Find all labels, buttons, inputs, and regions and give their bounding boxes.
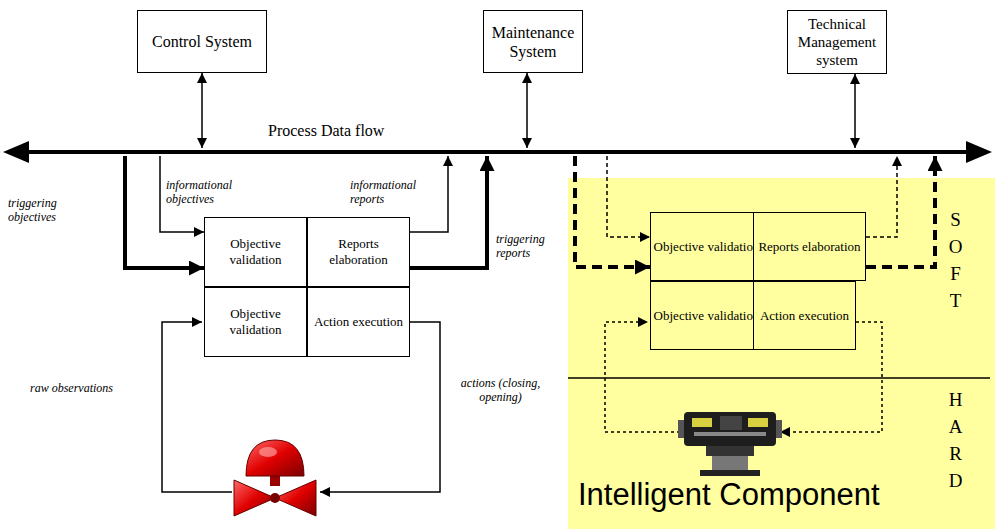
function-cell: Objective validation xyxy=(204,287,307,357)
function-cell: Objective validation xyxy=(650,281,763,350)
box-text: Control System xyxy=(152,32,252,51)
data-connector xyxy=(125,156,204,268)
box-text: Technical Management system xyxy=(794,15,880,69)
box-text: Action execution xyxy=(760,308,849,324)
data-connector xyxy=(526,73,528,148)
box-text: Reports elaboration xyxy=(313,236,404,268)
data-connector xyxy=(866,156,935,267)
data-connector xyxy=(607,156,650,237)
data-bus: Process Data flow xyxy=(3,148,992,156)
box-text: Objective validation xyxy=(654,239,760,255)
function-cell: Objective validation xyxy=(204,217,307,287)
box-text: Reports elaboration xyxy=(758,239,860,255)
heading-text: Intelligent Component xyxy=(578,477,880,513)
box-text: Action execution xyxy=(314,314,403,330)
valve-symbol xyxy=(234,440,316,516)
data-connector xyxy=(854,74,856,148)
box-text: Objective validation xyxy=(210,306,301,338)
soft-hard-divider xyxy=(568,377,990,379)
intelligent-actuator-symbol xyxy=(678,412,782,476)
box-text: Objective validation xyxy=(210,236,301,268)
signal-label: actions (closing, opening) xyxy=(448,376,553,404)
intelligent-component-ground xyxy=(568,178,995,529)
box-text: Maintenance System xyxy=(490,23,576,61)
function-cell: Objective validation xyxy=(650,212,763,281)
data-connector xyxy=(410,156,448,232)
edge-label: informational objectives xyxy=(166,178,258,206)
layer-label: HARD xyxy=(946,386,965,494)
edge-label: triggering objectives xyxy=(8,196,83,224)
edge-label: informational reports xyxy=(350,178,438,206)
system-box: Control System xyxy=(137,10,267,73)
function-cell: Reports elaboration xyxy=(307,217,410,287)
function-cell: Reports elaboration xyxy=(753,212,866,281)
system-box: Technical Management system xyxy=(787,10,887,74)
system-box: Maintenance System xyxy=(483,10,583,73)
data-connector xyxy=(410,156,487,268)
function-cell: Action execution xyxy=(753,281,856,350)
bus-arrow xyxy=(3,148,992,156)
data-connector xyxy=(575,156,650,267)
box-text: Objective validation xyxy=(654,308,760,324)
component-panel: Objective validationReports elaborationO… xyxy=(568,178,995,529)
edge-label: triggering reports xyxy=(496,232,566,260)
signal-label: raw observations xyxy=(30,381,140,395)
data-connector xyxy=(866,156,897,237)
layer-label: SOFT xyxy=(946,206,965,314)
data-connector xyxy=(201,73,203,148)
heading-text: Process Data flow xyxy=(268,121,384,140)
function-cell: Action execution xyxy=(307,287,410,357)
